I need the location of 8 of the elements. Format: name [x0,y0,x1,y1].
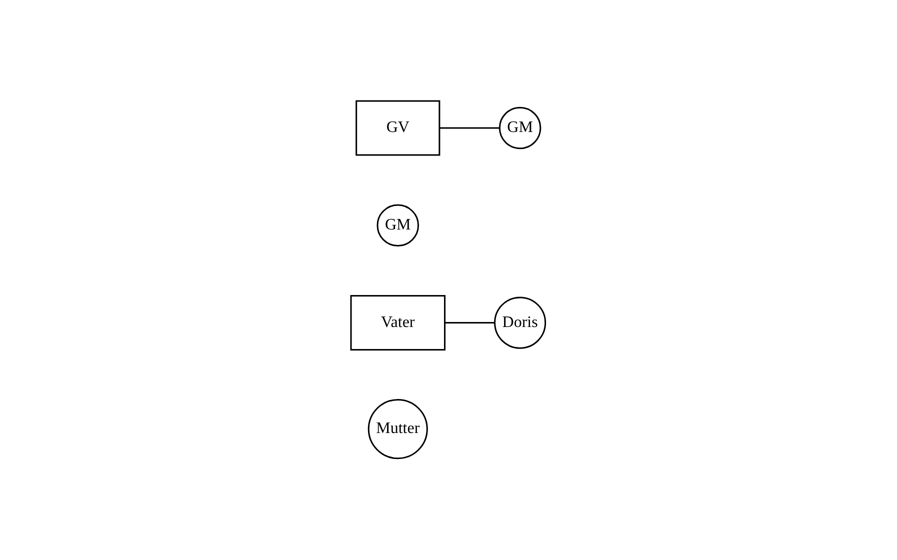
connector [445,322,496,324]
connector [440,128,500,130]
node-circle: Doris [494,297,546,350]
node-circle: Mutter [368,399,428,460]
node-circle: GM [377,204,420,247]
node-box: GV [356,100,441,156]
node-circle: GM [499,107,542,150]
node-box: Vater [350,295,446,351]
